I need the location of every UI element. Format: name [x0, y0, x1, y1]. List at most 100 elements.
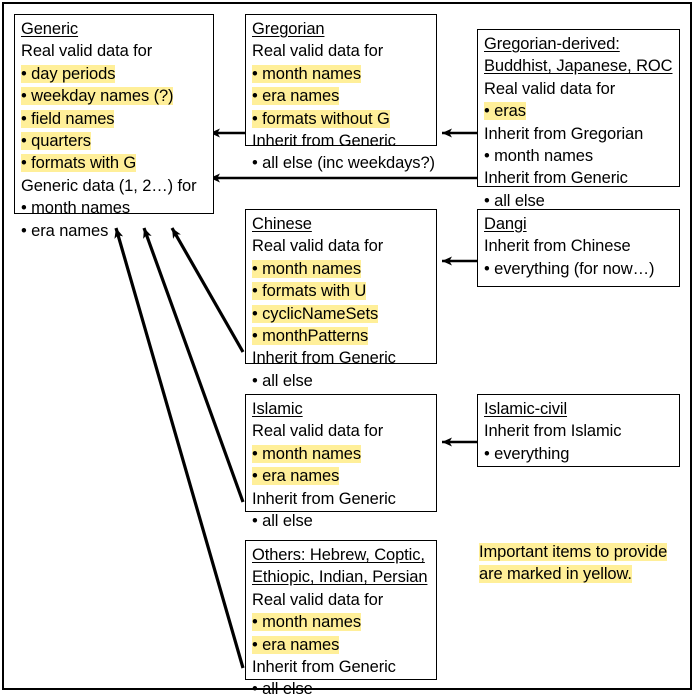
node-gregorian-derived-text-5: • all else: [484, 191, 545, 210]
node-others-line: • era names: [252, 634, 431, 656]
node-chinese-line: Inherit from Generic: [252, 347, 431, 369]
node-gregorian-text-4: Inherit from Generic: [252, 132, 396, 151]
node-generic-text-2: • weekday names (?): [21, 87, 174, 106]
node-gregorian-derived-text-3: • month names: [484, 147, 594, 166]
node-others-line: Real valid data for: [252, 589, 431, 611]
node-gregorian-line: Inherit from Generic: [252, 130, 431, 152]
node-gregorian-derived-title: Gregorian-derived:: [484, 35, 620, 53]
node-chinese-line: • month names: [252, 258, 431, 280]
node-generic-line: • formats with G: [21, 152, 208, 174]
node-others-line: Inherit from Generic: [252, 656, 431, 678]
node-chinese-text-2: • formats with U: [252, 282, 367, 301]
node-others-text-3: Inherit from Generic: [252, 658, 396, 677]
legend-note-line: are marked in yellow.: [479, 563, 689, 585]
node-islamic[interactable]: Islamic Real valid data for • month name…: [245, 394, 437, 530]
node-gregorian-derived-line: Inherit from Generic: [484, 167, 674, 189]
node-gregorian-derived-line: • eras: [484, 100, 674, 122]
node-islamic-text-1: • month names: [252, 444, 362, 463]
node-generic-text-5: • formats with G: [21, 154, 137, 173]
node-islamic-civil-line: • everything: [484, 443, 674, 465]
node-islamic-line: Real valid data for: [252, 420, 431, 442]
node-islamic-text-4: • all else: [252, 512, 313, 531]
node-gregorian-line: • era names: [252, 85, 431, 107]
node-gregorian-derived-text-1: • eras: [484, 102, 526, 121]
node-gregorian-text-0: Real valid data for: [252, 42, 384, 61]
diagram-outer-border: [2, 2, 692, 690]
node-chinese-line: • formats with U: [252, 280, 431, 302]
legend-note-text-2: are marked in yellow.: [479, 565, 632, 584]
node-others-line: • month names: [252, 611, 431, 633]
node-islamic-text-2: • era names: [252, 467, 340, 486]
node-others-line: • all else: [252, 678, 431, 696]
node-generic-text-8: • era names: [21, 221, 109, 240]
node-gregorian-derived-line: Real valid data for: [484, 78, 674, 100]
node-generic-text-1: • day periods: [21, 64, 116, 83]
node-generic-line: Real valid data for: [21, 40, 208, 62]
legend-note-line: Important items to provide: [479, 541, 689, 563]
node-chinese-line: Real valid data for: [252, 235, 431, 257]
node-islamic-line: • all else: [252, 510, 431, 532]
node-chinese-text-5: Inherit from Generic: [252, 349, 396, 368]
node-gregorian-derived-text-4: Inherit from Generic: [484, 169, 628, 188]
node-dangi[interactable]: Dangi Inherit from Chinese • everything …: [477, 209, 680, 287]
node-islamic-civil-title: Islamic-civil: [484, 400, 568, 418]
node-gregorian[interactable]: Gregorian Real valid data for • month na…: [245, 14, 437, 172]
node-generic[interactable]: Generic Real valid data for • day period…: [14, 14, 214, 240]
node-gregorian-derived-text-2: Inherit from Gregorian: [484, 124, 644, 143]
node-generic-line: • day periods: [21, 63, 208, 85]
node-generic-text-7: • month names: [21, 199, 131, 218]
node-gregorian-derived-line: • all else: [484, 190, 674, 212]
node-others-text-1: • month names: [252, 613, 362, 632]
node-gregorian-line: Real valid data for: [252, 40, 431, 62]
node-islamic-civil[interactable]: Islamic-civil Inherit from Islamic • eve…: [477, 394, 680, 467]
node-others-title: Others: Hebrew, Coptic,: [252, 546, 425, 564]
node-dangi-text-0: Inherit from Chinese: [484, 237, 631, 256]
node-islamic-title: Islamic: [252, 400, 303, 418]
node-chinese-text-4: • monthPatterns: [252, 327, 369, 346]
node-chinese-text-3: • cyclicNameSets: [252, 304, 379, 323]
node-islamic-civil-text-1: • everything: [484, 444, 570, 463]
node-islamic-civil-text-0: Inherit from Islamic: [484, 422, 622, 441]
node-generic-text-0: Real valid data for: [21, 42, 153, 61]
node-gregorian-line: • month names: [252, 63, 431, 85]
node-generic-title: Generic: [21, 20, 79, 38]
node-dangi-text-1: • everything (for now…): [484, 259, 655, 278]
node-gregorian-derived-title2: Buddhist, Japanese, ROC: [484, 57, 673, 76]
node-generic-line: • month names: [21, 197, 208, 219]
node-others-text-0: Real valid data for: [252, 590, 384, 609]
node-islamic-text-0: Real valid data for: [252, 422, 384, 441]
node-chinese[interactable]: Chinese Real valid data for • month name…: [245, 209, 437, 390]
node-islamic-text-3: Inherit from Generic: [252, 489, 396, 508]
node-chinese-title: Chinese: [252, 215, 312, 233]
node-generic-text-6: Generic data (1, 2…) for: [21, 176, 197, 195]
node-chinese-line: • monthPatterns: [252, 325, 431, 347]
node-generic-line: • era names: [21, 220, 208, 242]
node-others-text-2: • era names: [252, 635, 340, 654]
node-gregorian-line: • formats without G: [252, 108, 431, 130]
node-gregorian-derived-text-0: Real valid data for: [484, 79, 616, 98]
node-dangi-line: • everything (for now…): [484, 258, 674, 280]
node-gregorian-derived[interactable]: Gregorian-derived: Buddhist, Japanese, R…: [477, 29, 680, 210]
node-others[interactable]: Others: Hebrew, Coptic, Ethiopic, Indian…: [245, 540, 437, 696]
node-generic-line: • field names: [21, 108, 208, 130]
node-chinese-line: • all else: [252, 370, 431, 392]
node-chinese-text-1: • month names: [252, 259, 362, 278]
node-islamic-line: Inherit from Generic: [252, 488, 431, 510]
node-gregorian-title: Gregorian: [252, 20, 325, 38]
legend-note: Important items to provide are marked in…: [479, 541, 689, 586]
node-gregorian-line: • all else (inc weekdays?): [252, 152, 435, 174]
legend-note-text-1: Important items to provide: [479, 543, 668, 561]
node-dangi-title: Dangi: [484, 215, 527, 233]
node-gregorian-text-1: • month names: [252, 64, 362, 83]
node-gregorian-text-3: • formats without G: [252, 109, 390, 128]
node-generic-text-4: • quarters: [21, 132, 91, 151]
node-others-title2: Ethiopic, Indian, Persian: [252, 568, 428, 587]
node-islamic-line: • month names: [252, 443, 431, 465]
node-generic-line: Generic data (1, 2…) for: [21, 175, 208, 197]
node-gregorian-text-5: • all else (inc weekdays?): [252, 154, 435, 173]
node-generic-line: • quarters: [21, 130, 208, 152]
node-generic-text-3: • field names: [21, 109, 115, 128]
node-islamic-civil-line: Inherit from Islamic: [484, 420, 674, 442]
node-gregorian-derived-line: • month names: [484, 145, 674, 167]
